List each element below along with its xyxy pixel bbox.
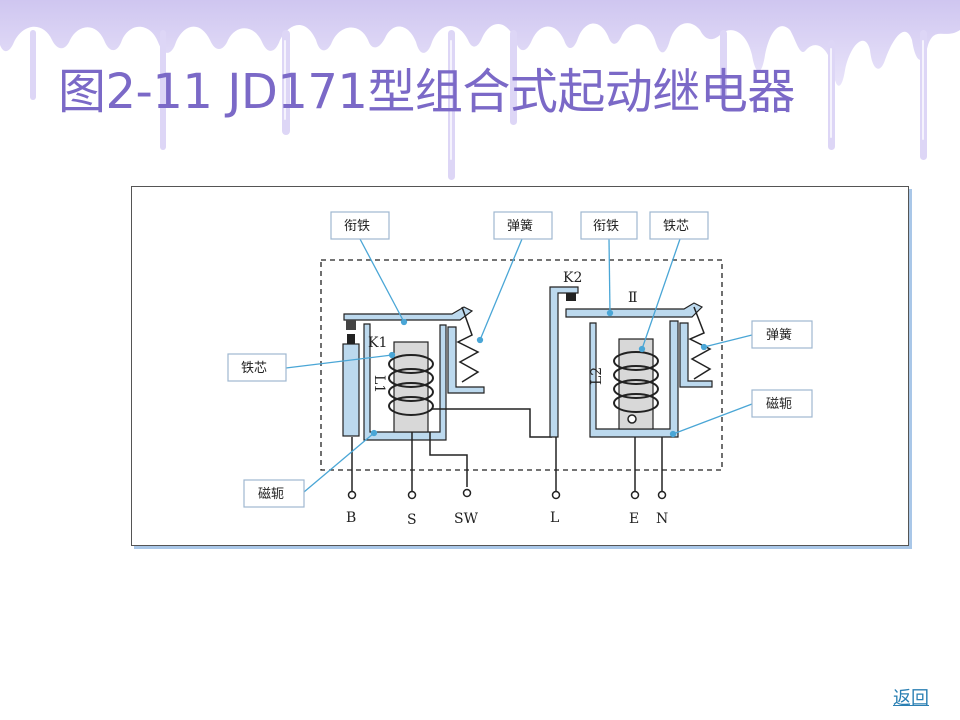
coil-label-l1: L1 bbox=[371, 375, 387, 393]
svg-text:磁轭: 磁轭 bbox=[766, 396, 792, 412]
svg-text:磁轭: 磁轭 bbox=[258, 486, 284, 502]
callout-yoke-right: 磁轭 bbox=[751, 389, 813, 418]
background-drips bbox=[0, 0, 960, 180]
terminal-label-n: N bbox=[656, 511, 668, 527]
callout-spring-right: 弹簧 bbox=[751, 320, 813, 349]
terminal-label-e: E bbox=[629, 511, 639, 527]
relay-diagram-figure: B S SW L E N K1 K2 Ⅱ L1 L2 衔铁 弹簧 bbox=[131, 186, 909, 546]
contact-label-k1: K1 bbox=[368, 335, 387, 351]
armature-left bbox=[343, 306, 474, 321]
callout-spring-top: 弹簧 bbox=[493, 211, 553, 240]
yoke-left bbox=[363, 323, 447, 441]
contact-k1-point bbox=[347, 334, 355, 344]
armature-label-ii: Ⅱ bbox=[628, 290, 638, 306]
callout-armature-right: 衔铁 bbox=[580, 211, 638, 240]
contact-label-k2: K2 bbox=[563, 270, 582, 286]
spring-right-bracket bbox=[679, 322, 713, 388]
coil-l2 bbox=[613, 351, 659, 413]
slide-title: 图2-11 JD171型组合式起动继电器 bbox=[58, 64, 795, 120]
yoke-right bbox=[589, 320, 679, 438]
terminal-label-s: S bbox=[407, 512, 417, 528]
relay-diagram: B S SW L E N K1 K2 Ⅱ L1 L2 衔铁 弹簧 bbox=[227, 211, 813, 528]
contact-k1-bridge bbox=[346, 320, 356, 330]
back-link[interactable]: 返回 bbox=[893, 688, 929, 709]
svg-text:弹簧: 弹簧 bbox=[507, 218, 533, 234]
relay-housing-outline bbox=[320, 259, 723, 471]
callout-core-right: 铁芯 bbox=[649, 211, 709, 240]
svg-text:铁芯: 铁芯 bbox=[241, 361, 267, 376]
coil-label-l2: L2 bbox=[589, 367, 605, 385]
callout-armature-left: 衔铁 bbox=[330, 211, 390, 240]
wiring bbox=[351, 408, 663, 492]
callout-yoke-left: 磁轭 bbox=[243, 479, 305, 508]
callout-core-left: 铁芯 bbox=[227, 353, 287, 382]
contact-k2-arm bbox=[549, 286, 579, 438]
armature-right bbox=[565, 302, 704, 318]
terminal-label-b: B bbox=[346, 510, 356, 526]
coil-l1 bbox=[388, 354, 434, 416]
terminal-label-sw: SW bbox=[454, 511, 479, 527]
spring-right-zigzag bbox=[688, 306, 712, 380]
spring-top-bracket bbox=[447, 326, 485, 394]
spring-top-zigzag bbox=[456, 306, 480, 383]
terminal-circles bbox=[347, 488, 667, 500]
terminal-b-post bbox=[342, 343, 360, 437]
svg-text:铁芯: 铁芯 bbox=[663, 219, 689, 234]
terminal-label-l: L bbox=[550, 510, 559, 526]
svg-text:衔铁: 衔铁 bbox=[593, 219, 619, 234]
svg-text:弹簧: 弹簧 bbox=[766, 327, 792, 343]
callout-leaders bbox=[285, 238, 753, 493]
coil-l2-terminal-dot bbox=[627, 414, 637, 424]
svg-text:衔铁: 衔铁 bbox=[344, 219, 370, 234]
contact-k2-point bbox=[566, 293, 576, 301]
